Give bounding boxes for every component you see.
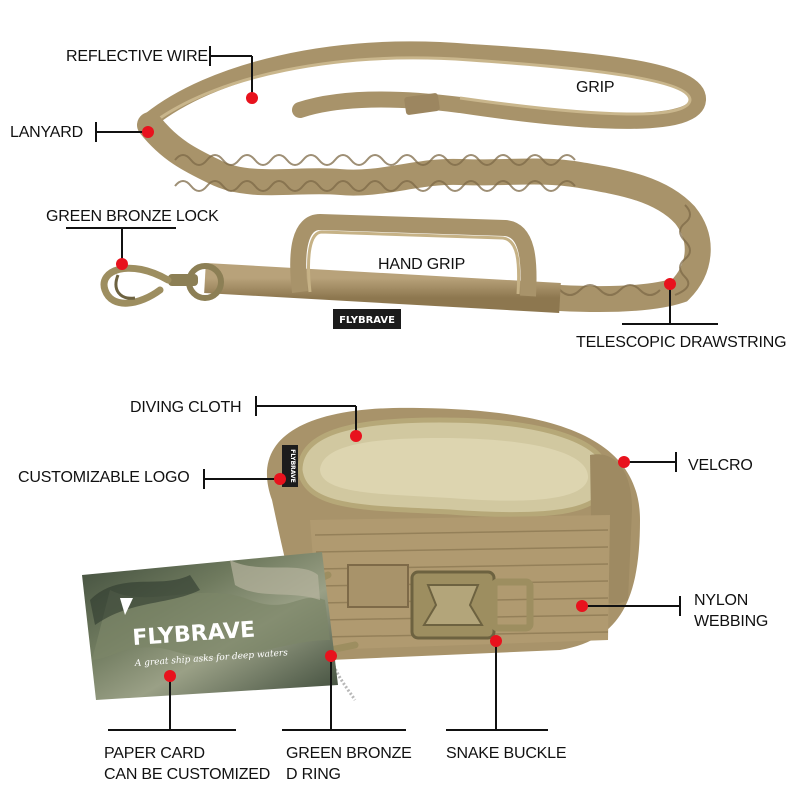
hand-grip-loop <box>290 214 537 297</box>
marker-reflective-wire <box>246 92 258 104</box>
leash-lower-strap <box>204 263 561 313</box>
marker-paper-card <box>164 670 176 682</box>
marker-lanyard <box>142 126 154 138</box>
marker-lock <box>116 258 128 270</box>
label-hand-grip: HAND GRIP <box>378 256 466 273</box>
label-velcro: VELCRO <box>688 457 753 474</box>
label-telescopic-drawstring: TELESCOPIC DRAWSTRING <box>576 334 787 351</box>
snake-buckle <box>410 570 534 640</box>
label-nylon-webbing: NYLON WEBBING <box>694 592 769 630</box>
markers <box>116 92 676 682</box>
collar: FLYBRAVE <box>266 407 640 701</box>
label-diving-cloth: DIVING CLOTH <box>130 399 242 416</box>
card-brand-mark-icon <box>120 598 133 615</box>
label-paper-card: PAPER CARD CAN BE CUSTOMIZED <box>104 745 271 783</box>
marker-d-ring <box>325 650 337 662</box>
label-grip: GRIP <box>576 79 615 96</box>
label-reflective-wire: REFLECTIVE WIRE <box>66 48 208 65</box>
marker-logo <box>274 473 286 485</box>
marker-snake-buckle <box>490 635 502 647</box>
bungee-upper <box>137 112 711 313</box>
leader-lines <box>66 46 718 731</box>
marker-nylon <box>576 600 588 612</box>
label-snake-buckle: SNAKE BUCKLE <box>446 745 567 762</box>
paper-card: FLYBRAVE A great ship asks for deep wate… <box>82 552 338 700</box>
collar-logo-tag-text: FLYBRAVE <box>289 449 296 483</box>
label-green-bronze-lock: GREEN BRONZE LOCK <box>46 208 219 225</box>
label-customizable-logo: CUSTOMIZABLE LOGO <box>18 469 190 486</box>
leash-brand-tag-text: FLYBRAVE <box>339 315 395 326</box>
label-lanyard: LANYARD <box>10 124 83 141</box>
marker-drawstring <box>664 278 676 290</box>
bronze-lock-hook <box>100 263 224 307</box>
label-green-bronze-d-ring: GREEN BRONZE D RING <box>286 745 412 783</box>
marker-diving-cloth <box>350 430 362 442</box>
leash: FLYBRAVE <box>100 41 711 329</box>
collar-logo-tag <box>282 445 298 487</box>
leash-brand-tag <box>333 309 401 329</box>
marker-velcro <box>618 456 630 468</box>
